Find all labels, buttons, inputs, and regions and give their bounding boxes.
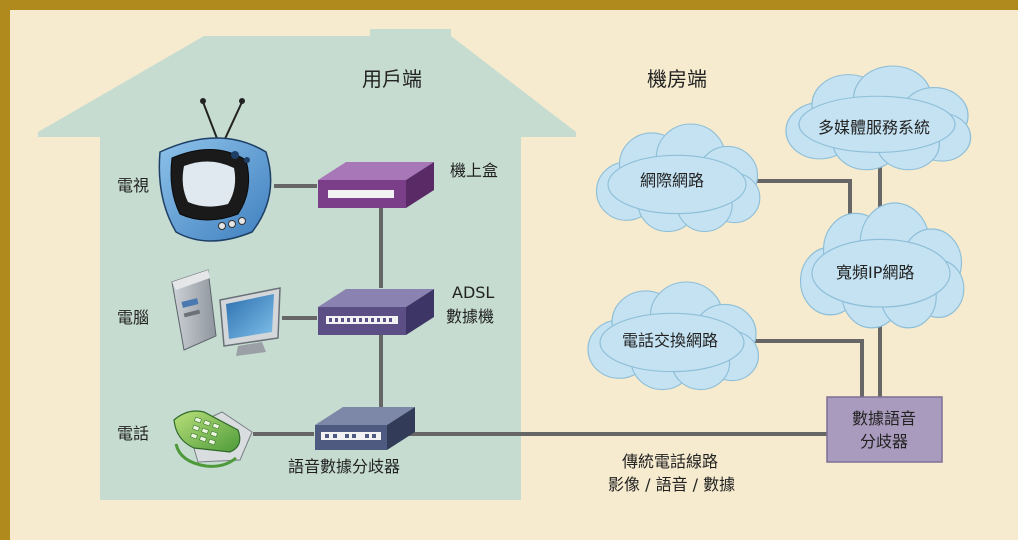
set-top-box-icon <box>318 162 434 208</box>
internet-cloud-label: 網際網路 <box>640 171 704 190</box>
set-top-box-label: 機上盒 <box>450 161 498 180</box>
computer-icon <box>171 269 281 356</box>
central-office-title: 機房端 <box>647 67 707 91</box>
central-splitter-box <box>826 396 943 463</box>
adsl-modem-icon <box>318 289 434 335</box>
frame-top <box>0 0 1018 10</box>
user-side-title: 用戶端 <box>362 67 422 91</box>
tv-icon <box>158 98 272 242</box>
multimedia-cloud-label: 多媒體服務系統 <box>818 118 930 137</box>
telephone-icon <box>173 410 253 468</box>
computer-label: 電腦 <box>117 308 149 327</box>
adsl-modem-label-line2: 數據機 <box>446 307 494 326</box>
tv-label: 電視 <box>117 176 149 195</box>
telephone-label: 電話 <box>117 424 149 443</box>
adsl-modem-label-line1: ADSL <box>452 283 494 302</box>
phone-line-label-line2: 影像 / 語音 / 數據 <box>608 475 735 494</box>
broadband-cloud-label: 寬頻IP網路 <box>836 263 914 282</box>
phone-line-label-line1: 傳統電話線路 <box>622 452 718 471</box>
link-internet-broadband <box>756 179 852 227</box>
central-splitter-label-line2: 分歧器 <box>860 432 908 451</box>
frame-left <box>0 0 10 540</box>
pstn-cloud-label: 電話交換網路 <box>622 331 718 350</box>
central-splitter-label-line1: 數據語音 <box>852 409 916 428</box>
voice-data-splitter-icon <box>315 407 415 450</box>
voice-data-splitter-label: 語音數據分歧器 <box>288 457 400 476</box>
link-pstn-splitter <box>750 339 864 398</box>
